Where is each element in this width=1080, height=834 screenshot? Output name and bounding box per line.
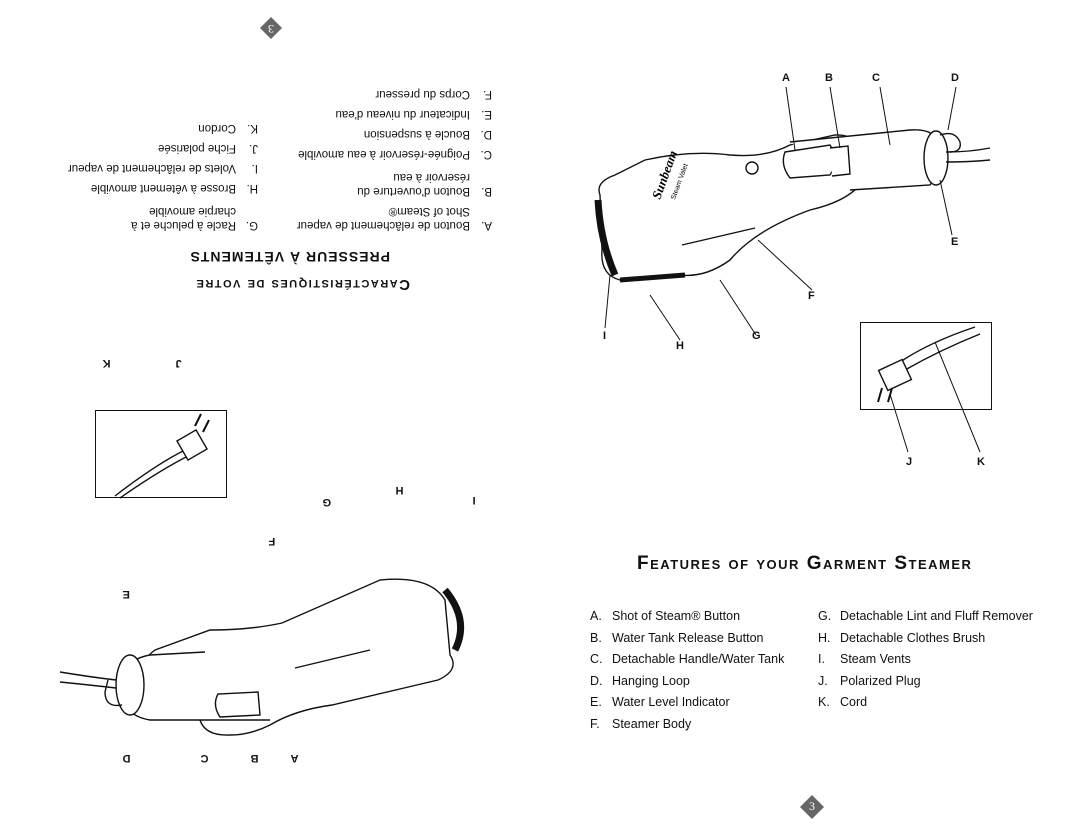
callout-label: I	[472, 494, 476, 506]
callout-label-d: D	[951, 72, 960, 84]
french-plug-inset	[95, 410, 227, 499]
list-item: G.Racle à peluche et à charpie amovible	[131, 205, 258, 231]
callout-label: C	[200, 752, 209, 764]
list-item: I.Steam Vents	[818, 652, 911, 666]
callout-label-a: A	[782, 72, 791, 84]
callout-label: H	[395, 484, 404, 496]
list-item: I.Volets de relâchement de vapeur	[67, 162, 258, 174]
french-page-number: 3	[260, 17, 282, 39]
list-item: C.Detachable Handle/Water Tank	[590, 652, 785, 666]
callout-label-c: C	[872, 72, 881, 84]
french-feature-list-left: A.Bouton de relâchement de vapeur Shot o…	[257, 84, 492, 232]
list-item: D.Boucle à suspension	[363, 128, 492, 140]
callout-label-i: I	[603, 330, 607, 342]
steamer-illustration: Sunbeam Steam Valet	[594, 129, 991, 283]
feature-list-right: G.Detachable Lint and Fluff Remover H.De…	[818, 606, 1038, 714]
list-item: K.Cord	[818, 695, 868, 709]
callout-label-f: F	[808, 290, 816, 302]
list-item: F.Corps du presseur	[375, 88, 492, 100]
page-number-diamond-icon	[800, 795, 824, 819]
callout-label-j: J	[906, 456, 913, 468]
list-item: C.Poignée-réservoir à eau amovible	[298, 148, 492, 160]
callout-label-b: B	[825, 72, 834, 84]
callout-lines	[604, 86, 957, 341]
callout-label: B	[250, 752, 259, 764]
list-item: A.Shot of Steam® Button	[590, 609, 741, 623]
callout-label: A	[290, 752, 299, 764]
callout-label: E	[122, 588, 130, 600]
callout-label: G	[322, 496, 332, 508]
plug-inset	[860, 322, 992, 453]
feature-list-left: A.Shot of Steam® Button B.Water Tank Rel…	[590, 606, 810, 735]
list-item: E.Indicateur du niveau d'eau	[335, 108, 492, 120]
callout-label-e: E	[951, 236, 959, 248]
list-item: B.Water Tank Release Button	[590, 630, 764, 645]
french-feature-list-right: G.Racle à peluche et à charpie amovible …	[18, 118, 258, 232]
list-item: H.Detachable Clothes Brush	[818, 630, 986, 645]
callout-label-g: G	[752, 330, 762, 342]
list-item: A.Bouton de relâchement de vapeur Shot o…	[296, 205, 492, 231]
callout-label: J	[175, 357, 182, 369]
list-item: E.Water Level Indicator	[590, 695, 730, 709]
list-item: J.Polarized Plug	[818, 673, 921, 688]
french-page: 3 Caractéristiques de votre PRESSEUR À V…	[0, 0, 540, 417]
callout-label-k: K	[977, 456, 986, 468]
page-number: 3	[800, 795, 824, 819]
list-item: K.Cordon	[198, 122, 258, 134]
french-steamer-illustration	[59, 578, 465, 736]
callout-label: K	[102, 357, 111, 369]
callout-label-h: H	[676, 340, 685, 352]
list-item: H.Brosse à vêtement amovible	[90, 182, 258, 194]
page-title: Features of your Garment Steamer	[637, 553, 973, 574]
callout-label: F	[268, 535, 276, 547]
page-number-diamond-icon	[260, 17, 282, 39]
list-item: D.Hanging Loop	[590, 673, 690, 688]
callout-label: D	[122, 752, 131, 764]
french-title-line2: PRESSEUR À VÊTEMENTS	[189, 249, 390, 265]
french-title-line1: Caractéristiques de votre	[195, 276, 410, 293]
list-item: J.Fiche polarisée	[158, 142, 258, 154]
list-item: G.Detachable Lint and Fluff Remover	[818, 609, 1033, 623]
list-item: B.Bouton d'ouverture du réservoir à eau	[357, 171, 492, 197]
list-item: F.Steamer Body	[590, 716, 692, 731]
